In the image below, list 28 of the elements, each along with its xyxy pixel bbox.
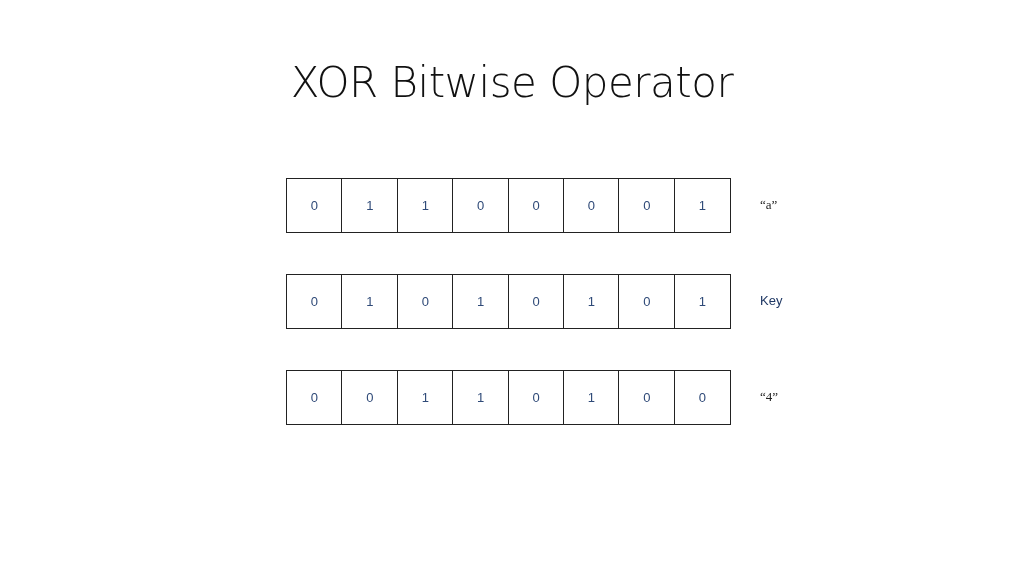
bit-cell: 0 [341, 370, 399, 425]
bit-cell: 0 [286, 274, 343, 329]
bit-cell: 1 [563, 370, 620, 425]
bit-cell: 1 [673, 178, 731, 233]
bit-cell: 0 [452, 178, 510, 233]
bit-cell: 1 [452, 274, 510, 329]
bit-cell: 0 [286, 370, 343, 425]
bit-cell: 0 [507, 178, 565, 233]
bit-cell: 0 [618, 178, 676, 233]
row-label: Key [760, 293, 783, 308]
bit-cell: 0 [507, 274, 565, 329]
bit-cell: 0 [618, 370, 676, 425]
bit-cell: 0 [618, 274, 676, 329]
bit-cell: 0 [507, 370, 565, 425]
bit-cell: 1 [341, 274, 399, 329]
bit-cell: 1 [452, 370, 510, 425]
bit-cell: 0 [673, 370, 731, 425]
row-label: “a” [760, 197, 778, 213]
bit-cell: 1 [341, 178, 399, 233]
bit-cell: 0 [396, 274, 454, 329]
bit-cell: 1 [563, 274, 620, 329]
row-label: “4” [760, 389, 779, 405]
bit-cell: 1 [396, 178, 454, 233]
bit-cell: 0 [563, 178, 620, 233]
bit-cell: 1 [396, 370, 454, 425]
bit-cell: 1 [673, 274, 731, 329]
bit-cell: 0 [286, 178, 343, 233]
title: XOR Bitwise Operator [289, 58, 735, 107]
